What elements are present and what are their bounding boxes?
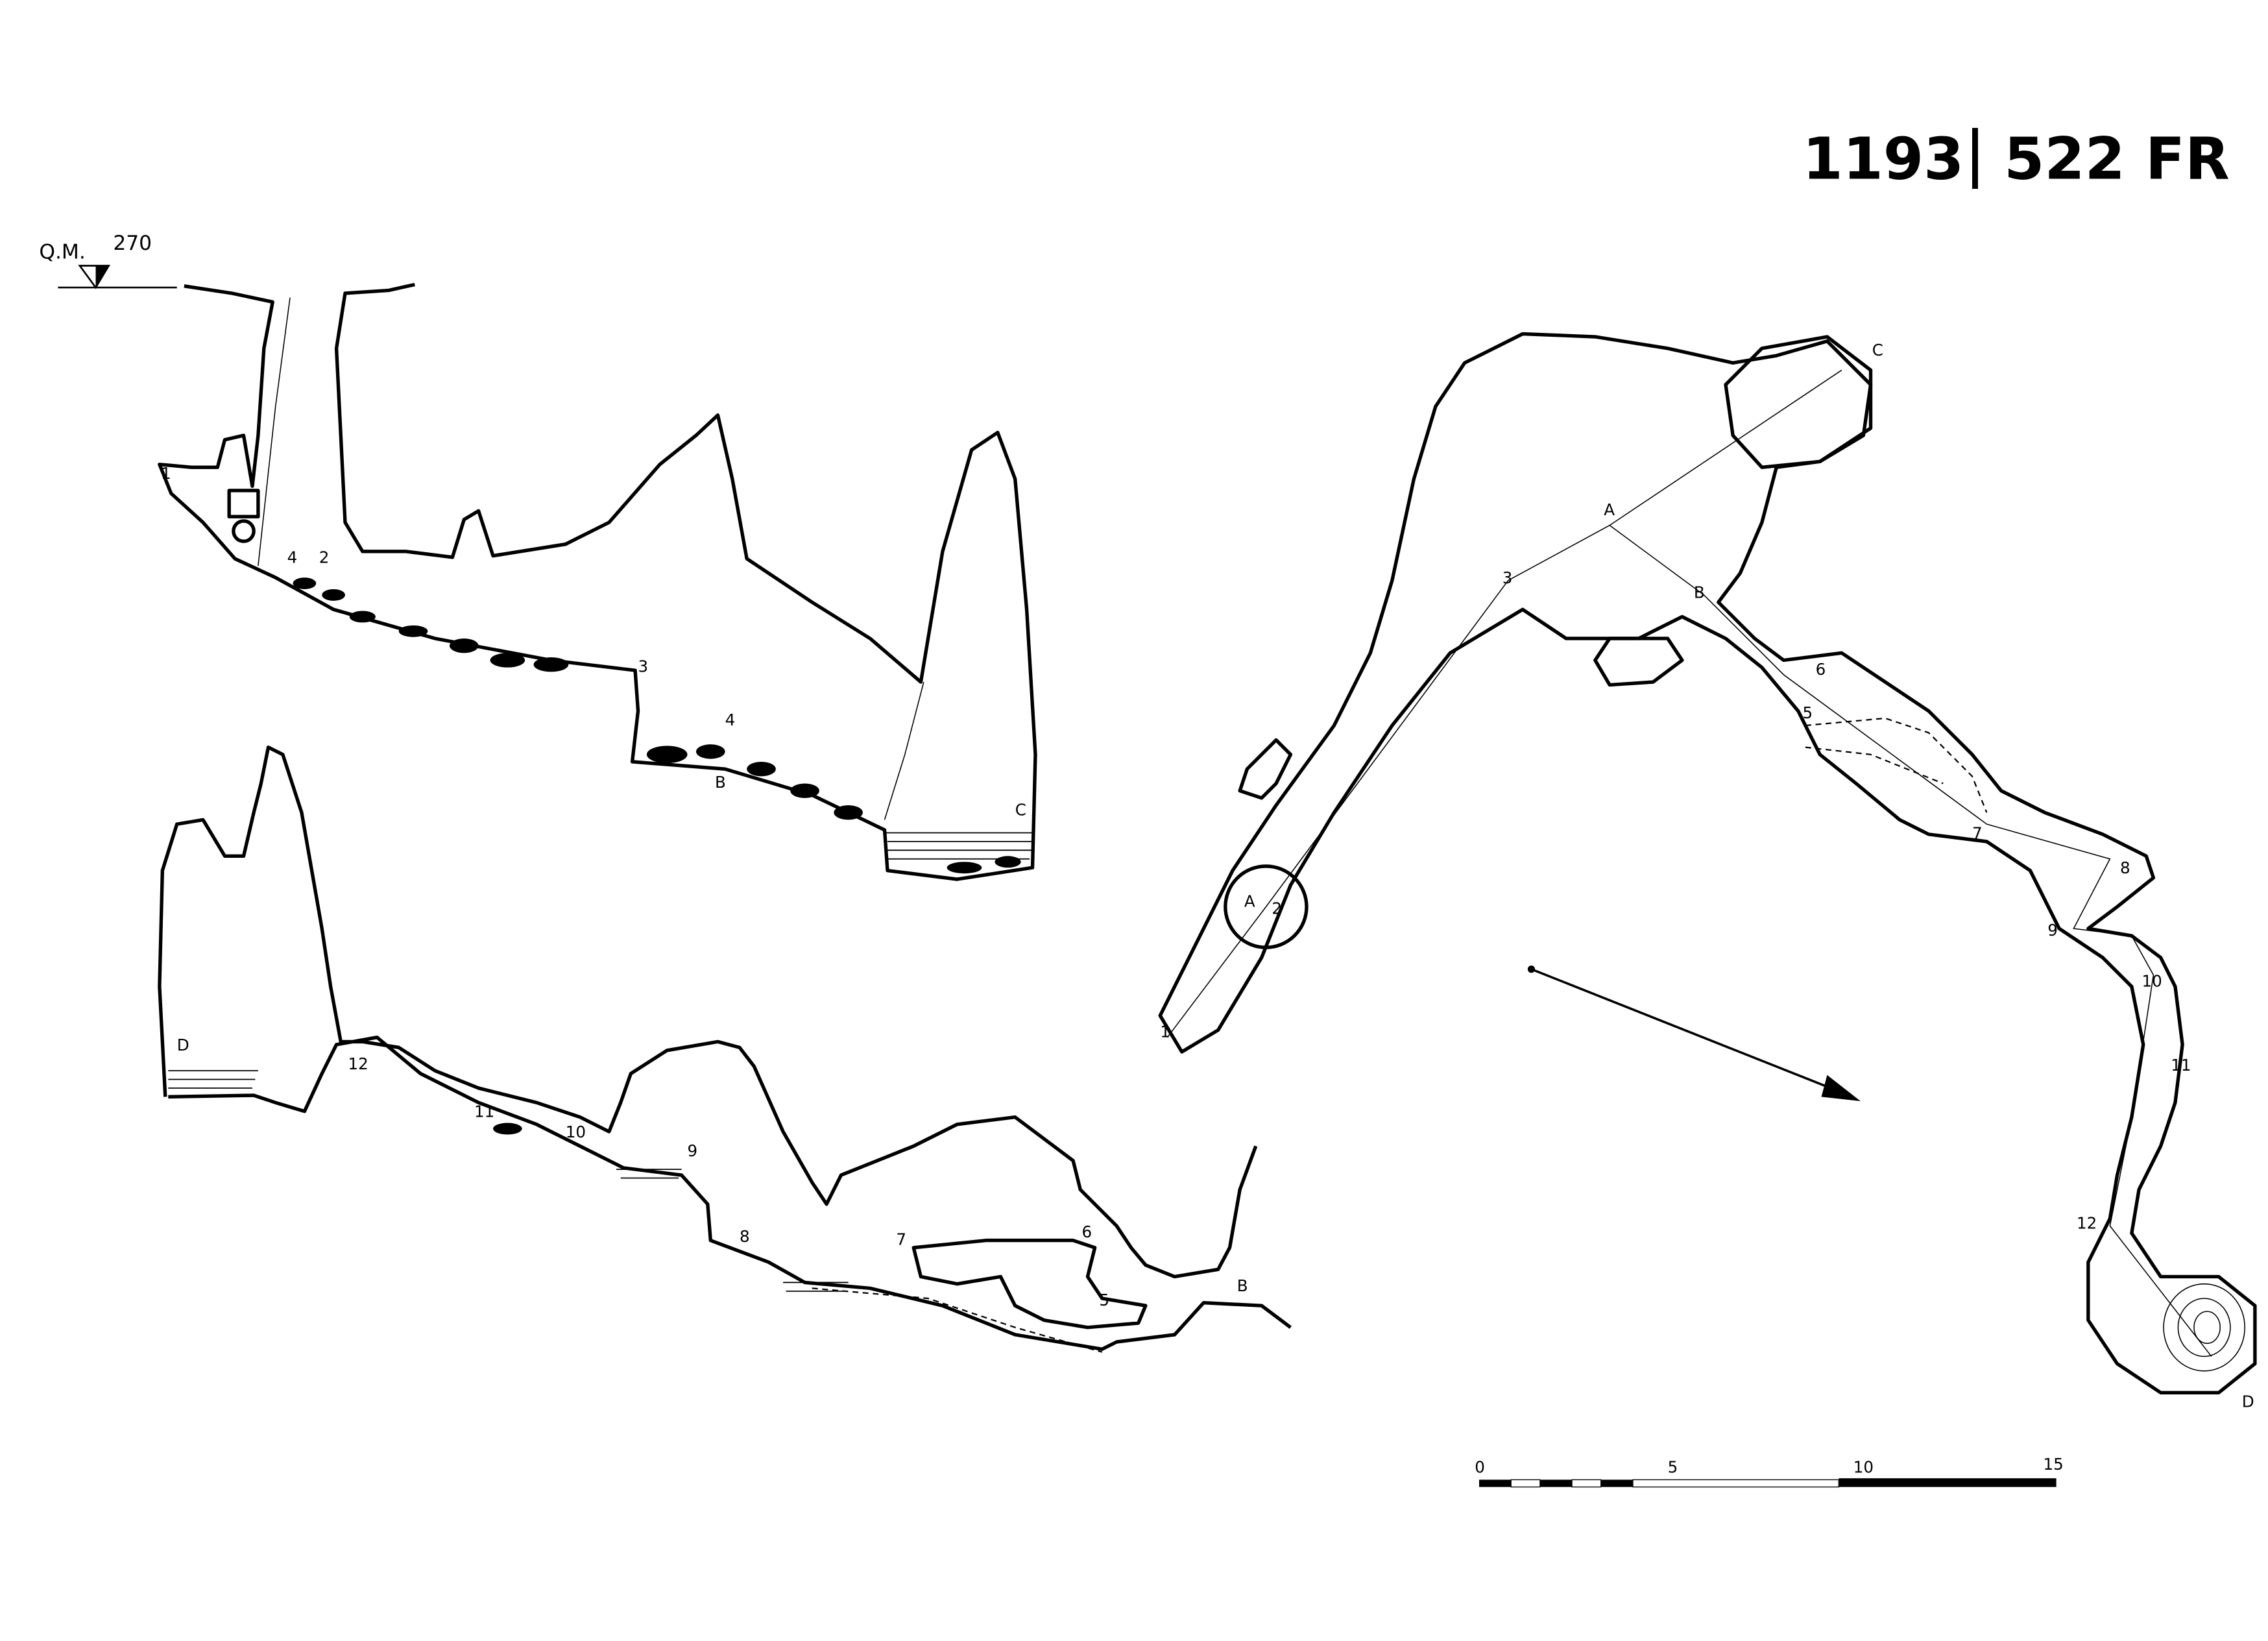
station-label: B <box>1237 1276 1248 1295</box>
station-label: 10 <box>2142 971 2162 990</box>
scale-tick-label: 5 <box>1668 1457 1678 1476</box>
scale-tick-label: 0 <box>1475 1457 1485 1476</box>
plan-view: C A 3 B 6 5 7 8 9 10 11 12 D A 2 1 <box>1158 332 2257 1411</box>
station-label: D <box>177 1036 189 1054</box>
scale-tick-label: 15 <box>2044 1455 2064 1474</box>
station-label: 12 <box>348 1054 368 1073</box>
station-label: 1 <box>1160 1023 1170 1041</box>
station-label: 7 <box>896 1230 906 1248</box>
station-label: C <box>1872 341 1883 359</box>
upper-profile-section: 1 4 2 3 4 B C <box>158 282 1037 881</box>
station-label: 8 <box>2120 858 2130 877</box>
elevation-value: 270 <box>113 232 152 255</box>
station-label: 3 <box>1502 568 1513 587</box>
scale-tick-label: 10 <box>1853 1457 1874 1476</box>
station-label: A <box>1244 892 1255 911</box>
station-label: 6 <box>1816 660 1826 679</box>
station-label: 10 <box>566 1123 586 1141</box>
boulder-fill <box>293 577 1021 874</box>
station-label: 4 <box>287 548 298 567</box>
elevation-label: Q.M. <box>39 240 86 263</box>
station-label: 5 <box>1802 703 1813 722</box>
station-label: 2 <box>319 548 330 567</box>
survey-polyline <box>1166 369 2212 1357</box>
station-label: 12 <box>2077 1214 2097 1233</box>
station-label: A <box>1604 500 1615 519</box>
station-label: 8 <box>740 1227 750 1246</box>
station-label: D <box>2242 1392 2254 1411</box>
cave-number: 1193 <box>1802 125 1964 193</box>
station-label: C <box>1015 801 1026 820</box>
scale-bar: 0 5 10 15 <box>1475 1455 2064 1488</box>
water-pool <box>884 832 1033 860</box>
station-label: 4 <box>725 711 736 729</box>
lower-profile-section: D 12 11 10 9 8 7 6 5 B <box>158 745 1292 1353</box>
station-label: 11 <box>2171 1056 2191 1075</box>
title-divider <box>1972 128 1978 189</box>
station-label: 11 <box>474 1102 494 1121</box>
station-label: 9 <box>2047 921 2058 940</box>
station-label: 2 <box>1272 899 1282 918</box>
water-pool <box>168 1070 849 1292</box>
station-label: 7 <box>1972 823 1983 842</box>
station-label: 9 <box>688 1141 698 1160</box>
station-label: 6 <box>1082 1222 1092 1241</box>
survey-title: 1193 522 FR <box>1802 125 2229 193</box>
north-arrow-icon <box>1527 966 1861 1102</box>
station-label: 3 <box>638 657 649 675</box>
region-number: 522 FR <box>2004 125 2230 193</box>
station-label: B <box>1694 583 1705 602</box>
station-label: 5 <box>1099 1291 1109 1309</box>
station-label: B <box>715 773 726 792</box>
station-label: 1 <box>161 464 171 483</box>
elevation-marker: Q.M. 270 <box>39 232 177 289</box>
